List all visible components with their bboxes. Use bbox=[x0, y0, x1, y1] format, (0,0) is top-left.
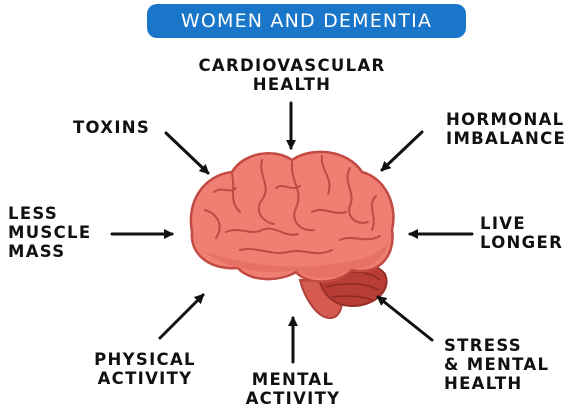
arrow-toxins bbox=[166, 133, 208, 173]
arrow-hormonal bbox=[382, 132, 422, 170]
arrow-physical bbox=[160, 295, 203, 338]
factor-mental-activity: MENTAL ACTIVITY bbox=[232, 370, 354, 408]
arrow-stress bbox=[378, 297, 432, 340]
factor-toxins: TOXINS bbox=[73, 118, 163, 137]
factor-live-longer: LIVE LONGER bbox=[480, 214, 575, 252]
factor-cardiovascular-health: CARDIOVASCULAR HEALTH bbox=[186, 56, 398, 94]
factor-less-muscle-mass: LESS MUSCLE MASS bbox=[8, 204, 108, 261]
factor-stress-mental-health: STRESS & MENTAL HEALTH bbox=[444, 336, 574, 393]
factor-hormonal-imbalance: HORMONAL IMBALANCE bbox=[446, 110, 574, 148]
brain-illustration bbox=[191, 152, 394, 318]
factor-physical-activity: PHYSICAL ACTIVITY bbox=[86, 350, 204, 388]
